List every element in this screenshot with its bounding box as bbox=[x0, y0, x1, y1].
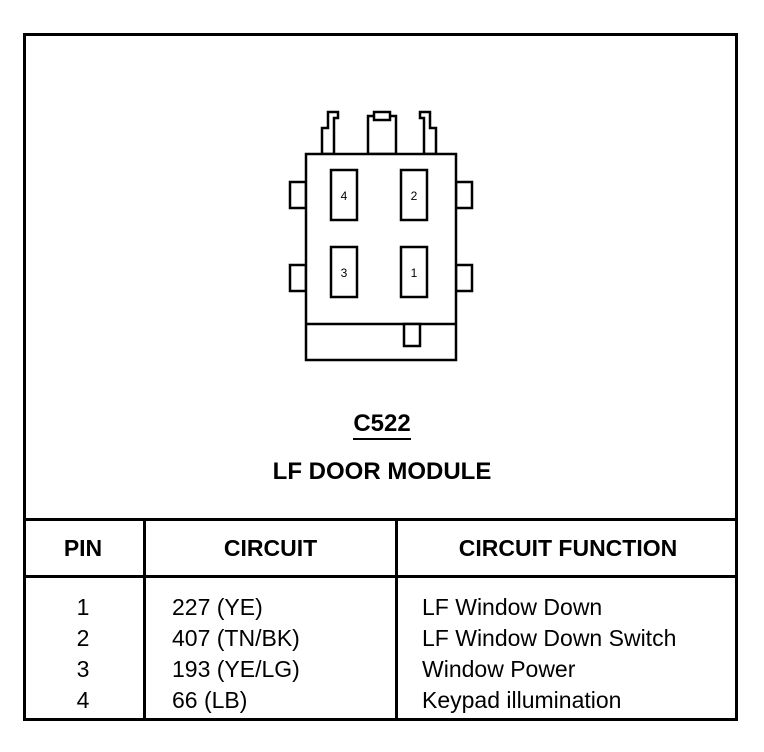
function-column-cell: LF Window Down LF Window Down Switch Win… bbox=[395, 576, 738, 721]
pin-table-header-row: PIN CIRCUIT CIRCUIT FUNCTION bbox=[23, 518, 738, 578]
circuit-column-header: CIRCUIT bbox=[143, 518, 397, 578]
cavity-4 bbox=[329, 168, 359, 222]
cavity-label-3: 3 bbox=[341, 266, 348, 280]
function-cell: LF Window Down bbox=[422, 594, 603, 620]
cavity-label-2: 2 bbox=[411, 189, 418, 203]
cavity-label-1: 1 bbox=[411, 266, 418, 280]
connector-body bbox=[304, 152, 458, 362]
bottom-key bbox=[402, 322, 422, 348]
right-upper-ear bbox=[454, 180, 474, 210]
connector-id: C522 bbox=[0, 410, 764, 440]
pin-table: PIN CIRCUIT CIRCUIT FUNCTION 1 2 3 4 227… bbox=[23, 518, 738, 721]
cavity-3 bbox=[329, 245, 359, 299]
function-cell: LF Window Down Switch bbox=[422, 625, 677, 651]
left-latch-tab bbox=[320, 110, 340, 156]
circuit-cell: 227 (YE) bbox=[172, 594, 263, 620]
cavity-2 bbox=[399, 168, 429, 222]
top-key-tab bbox=[366, 114, 398, 156]
right-latch-tab bbox=[418, 110, 438, 156]
left-upper-ear bbox=[288, 180, 308, 210]
connector-name: LF DOOR MODULE bbox=[272, 458, 492, 485]
circuit-cell: 193 (YE/LG) bbox=[172, 656, 300, 682]
circuit-column-cell: 227 (YE) 407 (TN/BK) 193 (YE/LG) 66 (LB) bbox=[143, 576, 397, 721]
left-lower-ear bbox=[288, 263, 308, 293]
pin-table-body-row: 1 2 3 4 227 (YE) 407 (TN/BK) 193 (YE/LG)… bbox=[23, 576, 738, 722]
pin-cell: 4 bbox=[76, 687, 90, 713]
circuit-cell: 66 (LB) bbox=[172, 687, 248, 713]
cavity-label-4: 4 bbox=[341, 189, 348, 203]
top-key-cap bbox=[372, 110, 392, 122]
connector-face-drawing: 4 2 3 1 bbox=[288, 110, 474, 362]
pin-column-cell: 1 2 3 4 bbox=[23, 577, 145, 722]
pin-cell: 3 bbox=[76, 656, 90, 682]
pin-column-header: PIN bbox=[23, 518, 145, 578]
circuit-cell: 407 (TN/BK) bbox=[172, 625, 300, 651]
pin-cell: 2 bbox=[76, 625, 90, 651]
cavity-1 bbox=[399, 245, 429, 299]
pin-cell: 1 bbox=[76, 594, 90, 620]
right-lower-ear bbox=[454, 263, 474, 293]
circuit-function-column-header: CIRCUIT FUNCTION bbox=[395, 518, 738, 578]
function-cell: Keypad illumination bbox=[422, 687, 622, 713]
function-cell: Window Power bbox=[422, 656, 576, 682]
